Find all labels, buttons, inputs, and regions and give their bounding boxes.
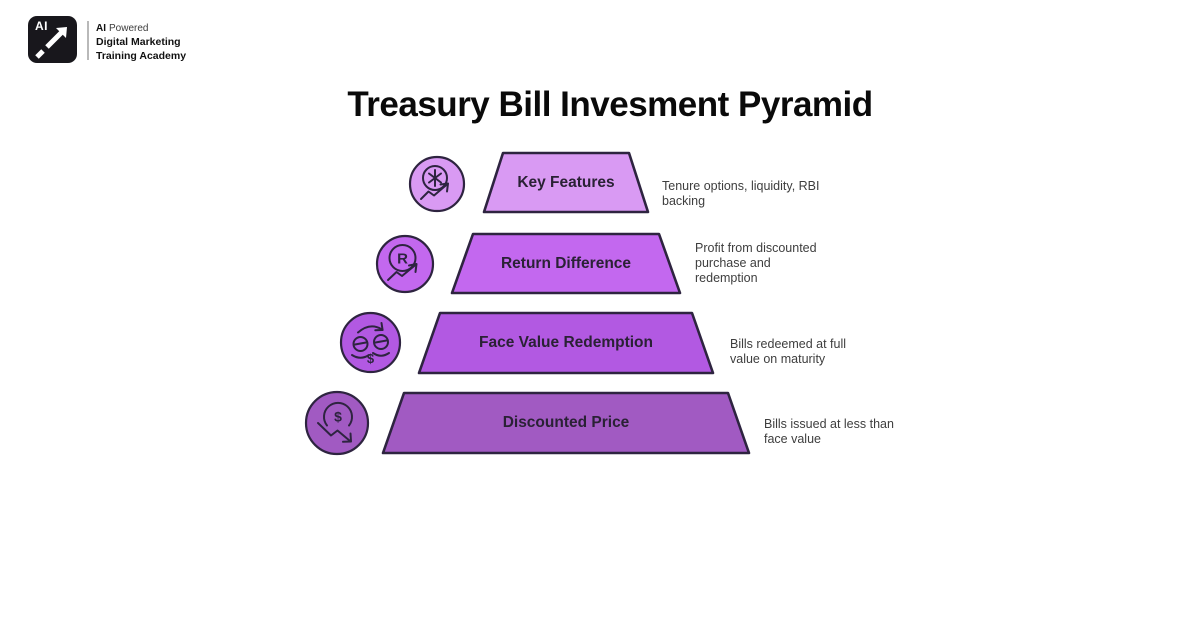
tier-1-description: Tenure options, liquidity, RBI backing <box>662 179 820 208</box>
svg-text:$: $ <box>367 351 375 366</box>
page-title: Treasury Bill Invesment Pyramid <box>347 85 873 125</box>
brand-tagline-rest: Powered <box>109 23 149 34</box>
coin-asterisk-growth-icon <box>408 155 466 213</box>
pyramid-tier-1 <box>482 151 650 214</box>
logo-monogram-text: AI <box>35 19 48 33</box>
coins-exchange-icon: $ <box>339 311 402 374</box>
svg-text:$: $ <box>334 409 342 425</box>
tier-3-description: Bills redeemed at full value on maturity <box>730 337 847 366</box>
svg-text:R: R <box>397 251 408 268</box>
tier-4-description: Bills issued at less than face value <box>764 417 894 446</box>
coin-price-drop-icon: $ <box>304 390 370 456</box>
growth-arrow-icon <box>35 27 67 59</box>
brand-line3: Training Academy <box>96 50 187 62</box>
coin-r-growth-icon: R <box>375 234 435 294</box>
pyramid-tier-4 <box>381 391 751 455</box>
tier-2-description: Profit from discounted purchase and rede… <box>695 241 817 285</box>
brand-line2: Digital Marketing <box>96 36 181 48</box>
pyramid-tier-3 <box>417 311 715 375</box>
brand-tagline-prefix: AI <box>96 23 106 34</box>
brand-logo: AI <box>28 16 77 63</box>
pyramid-tier-2 <box>450 232 682 295</box>
logo-divider <box>87 21 89 60</box>
